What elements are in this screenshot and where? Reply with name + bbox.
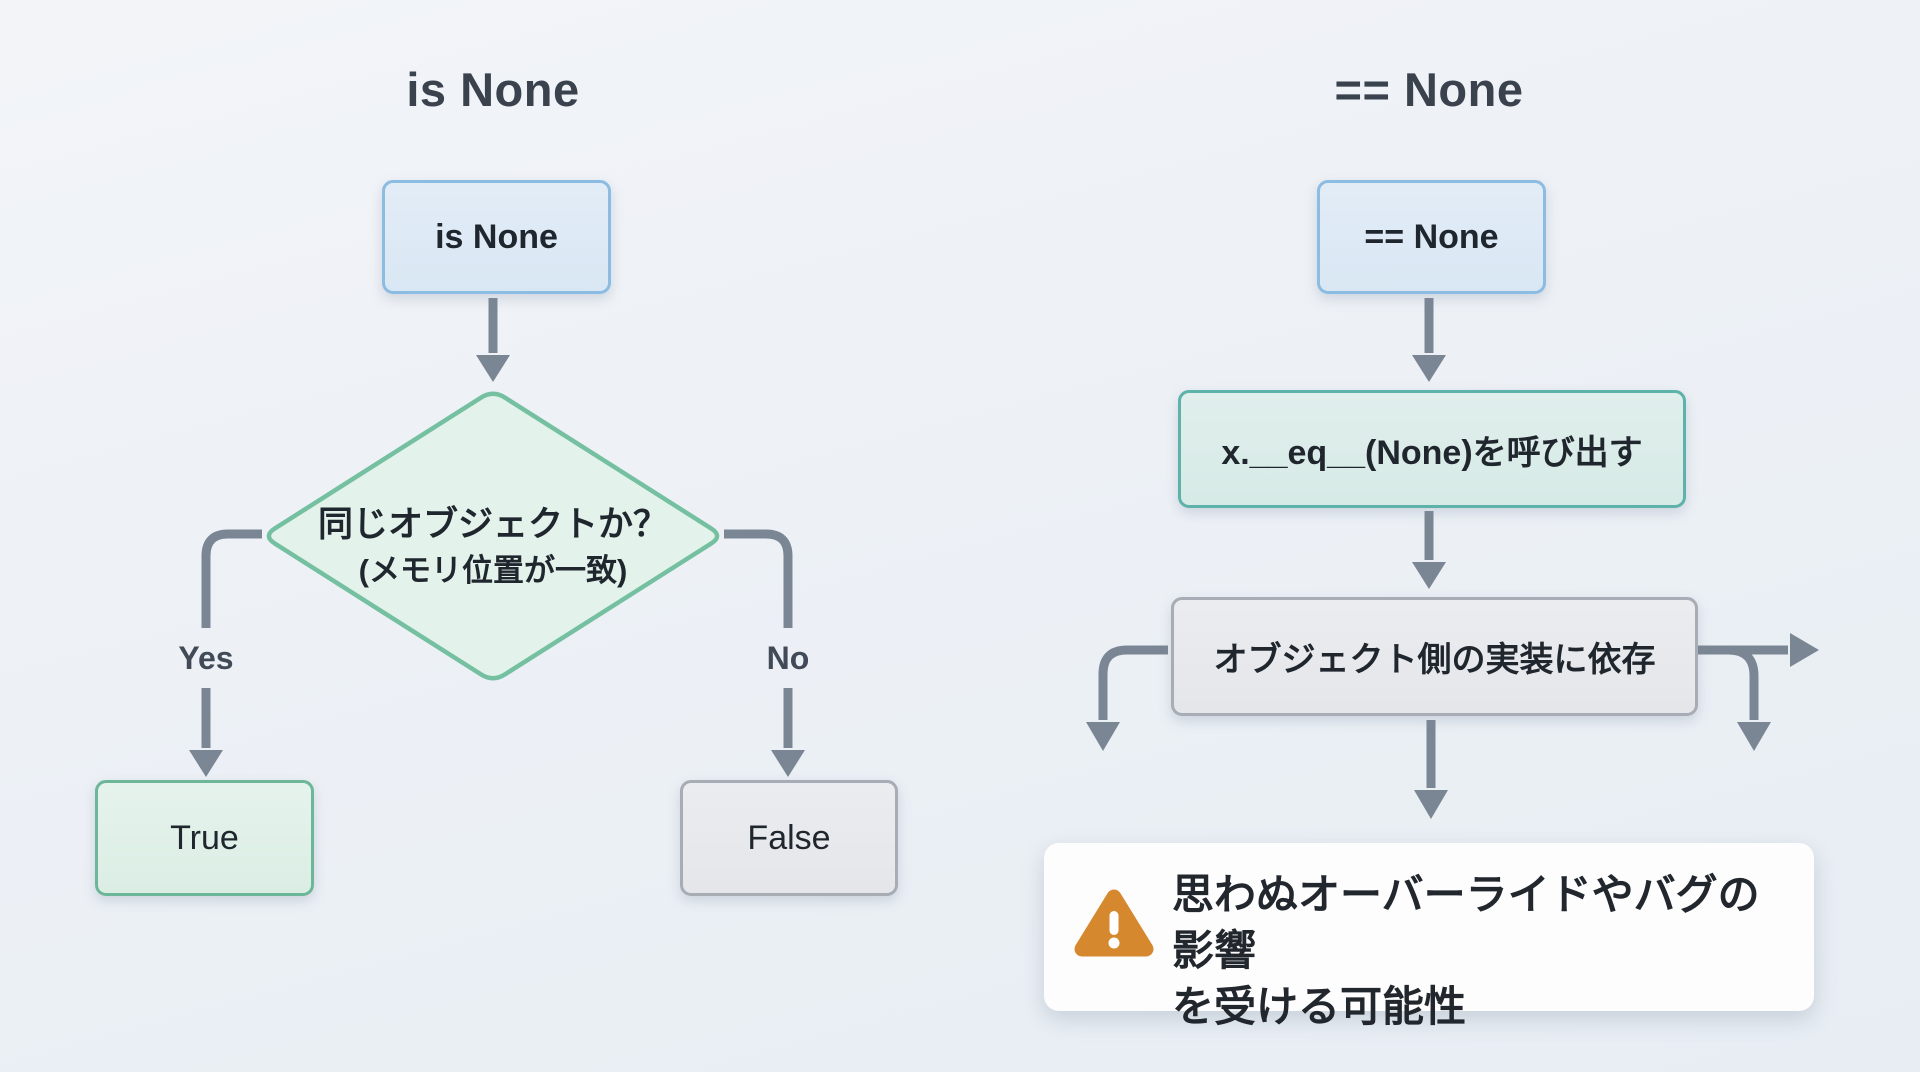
impl-right-arrow xyxy=(1694,633,1819,667)
yes-label: Yes xyxy=(178,640,234,676)
warning-line1: 思わぬオーバーライドやバグの影響 xyxy=(1172,871,1760,974)
no-arrow xyxy=(771,688,805,777)
warning-line2: を受ける可能性 xyxy=(1172,983,1467,1030)
arrow-eqcall-to-impl xyxy=(1412,511,1446,589)
true-result-box: True xyxy=(95,780,314,896)
decision-diamond-label: 同じオブジェクトか？ (メモリ位置が一致) xyxy=(263,501,723,593)
false-result-box: False xyxy=(680,780,898,896)
arrow-impl-to-warning xyxy=(1414,720,1448,819)
decision-line1: 同じオブジェクトか？ xyxy=(317,505,668,544)
is-none-start-box: is None xyxy=(382,180,611,294)
eq-none-start-box: == None xyxy=(1317,180,1546,294)
decision-line2: (メモリ位置が一致) xyxy=(358,553,628,588)
warning-card: 思わぬオーバーライドやバグの影響 を受ける可能性 xyxy=(1044,843,1814,1030)
yes-arrow xyxy=(189,688,223,777)
no-label: No xyxy=(766,640,810,676)
implementation-dependent-box: オブジェクト側の実装に依存 xyxy=(1171,597,1698,716)
yes-branch-connector xyxy=(201,529,262,628)
impl-right-branch-arrow xyxy=(1727,645,1771,751)
right-flow-title: == None xyxy=(1334,63,1524,116)
eq-call-box: x.__eq__(None)を呼び出す xyxy=(1178,390,1686,508)
no-branch-connector xyxy=(724,529,793,628)
warning-text: 思わぬオーバーライドやバグの影響 を受ける可能性 xyxy=(1172,867,1792,1035)
impl-left-branch-arrow xyxy=(1086,645,1168,751)
arrow-isnone-to-decision xyxy=(476,298,510,382)
left-flow-title: is None xyxy=(406,63,580,116)
warning-triangle-icon xyxy=(1074,889,1154,957)
decision-diamond xyxy=(266,391,720,681)
arrow-eqnone-to-eqcall xyxy=(1412,298,1446,382)
